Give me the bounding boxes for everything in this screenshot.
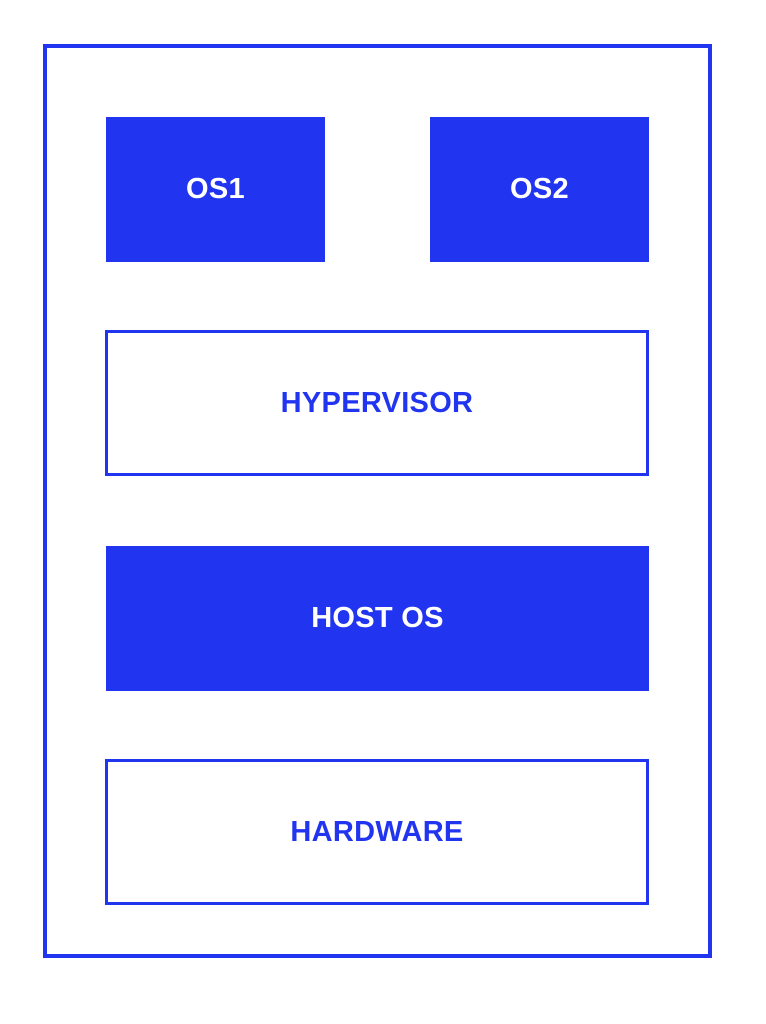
hypervisor-label: HYPERVISOR (280, 386, 474, 419)
os1-label: OS1 (186, 173, 245, 205)
host-os-block: HOST OS (106, 546, 649, 691)
os2-block: OS2 (430, 117, 649, 262)
hardware-block: HARDWARE (105, 759, 649, 905)
hypervisor-block: HYPERVISOR (105, 330, 649, 476)
os1-block: OS1 (106, 117, 325, 262)
hardware-label: HARDWARE (290, 815, 464, 848)
os2-label: OS2 (510, 173, 569, 205)
host-os-label: HOST OS (311, 602, 444, 634)
